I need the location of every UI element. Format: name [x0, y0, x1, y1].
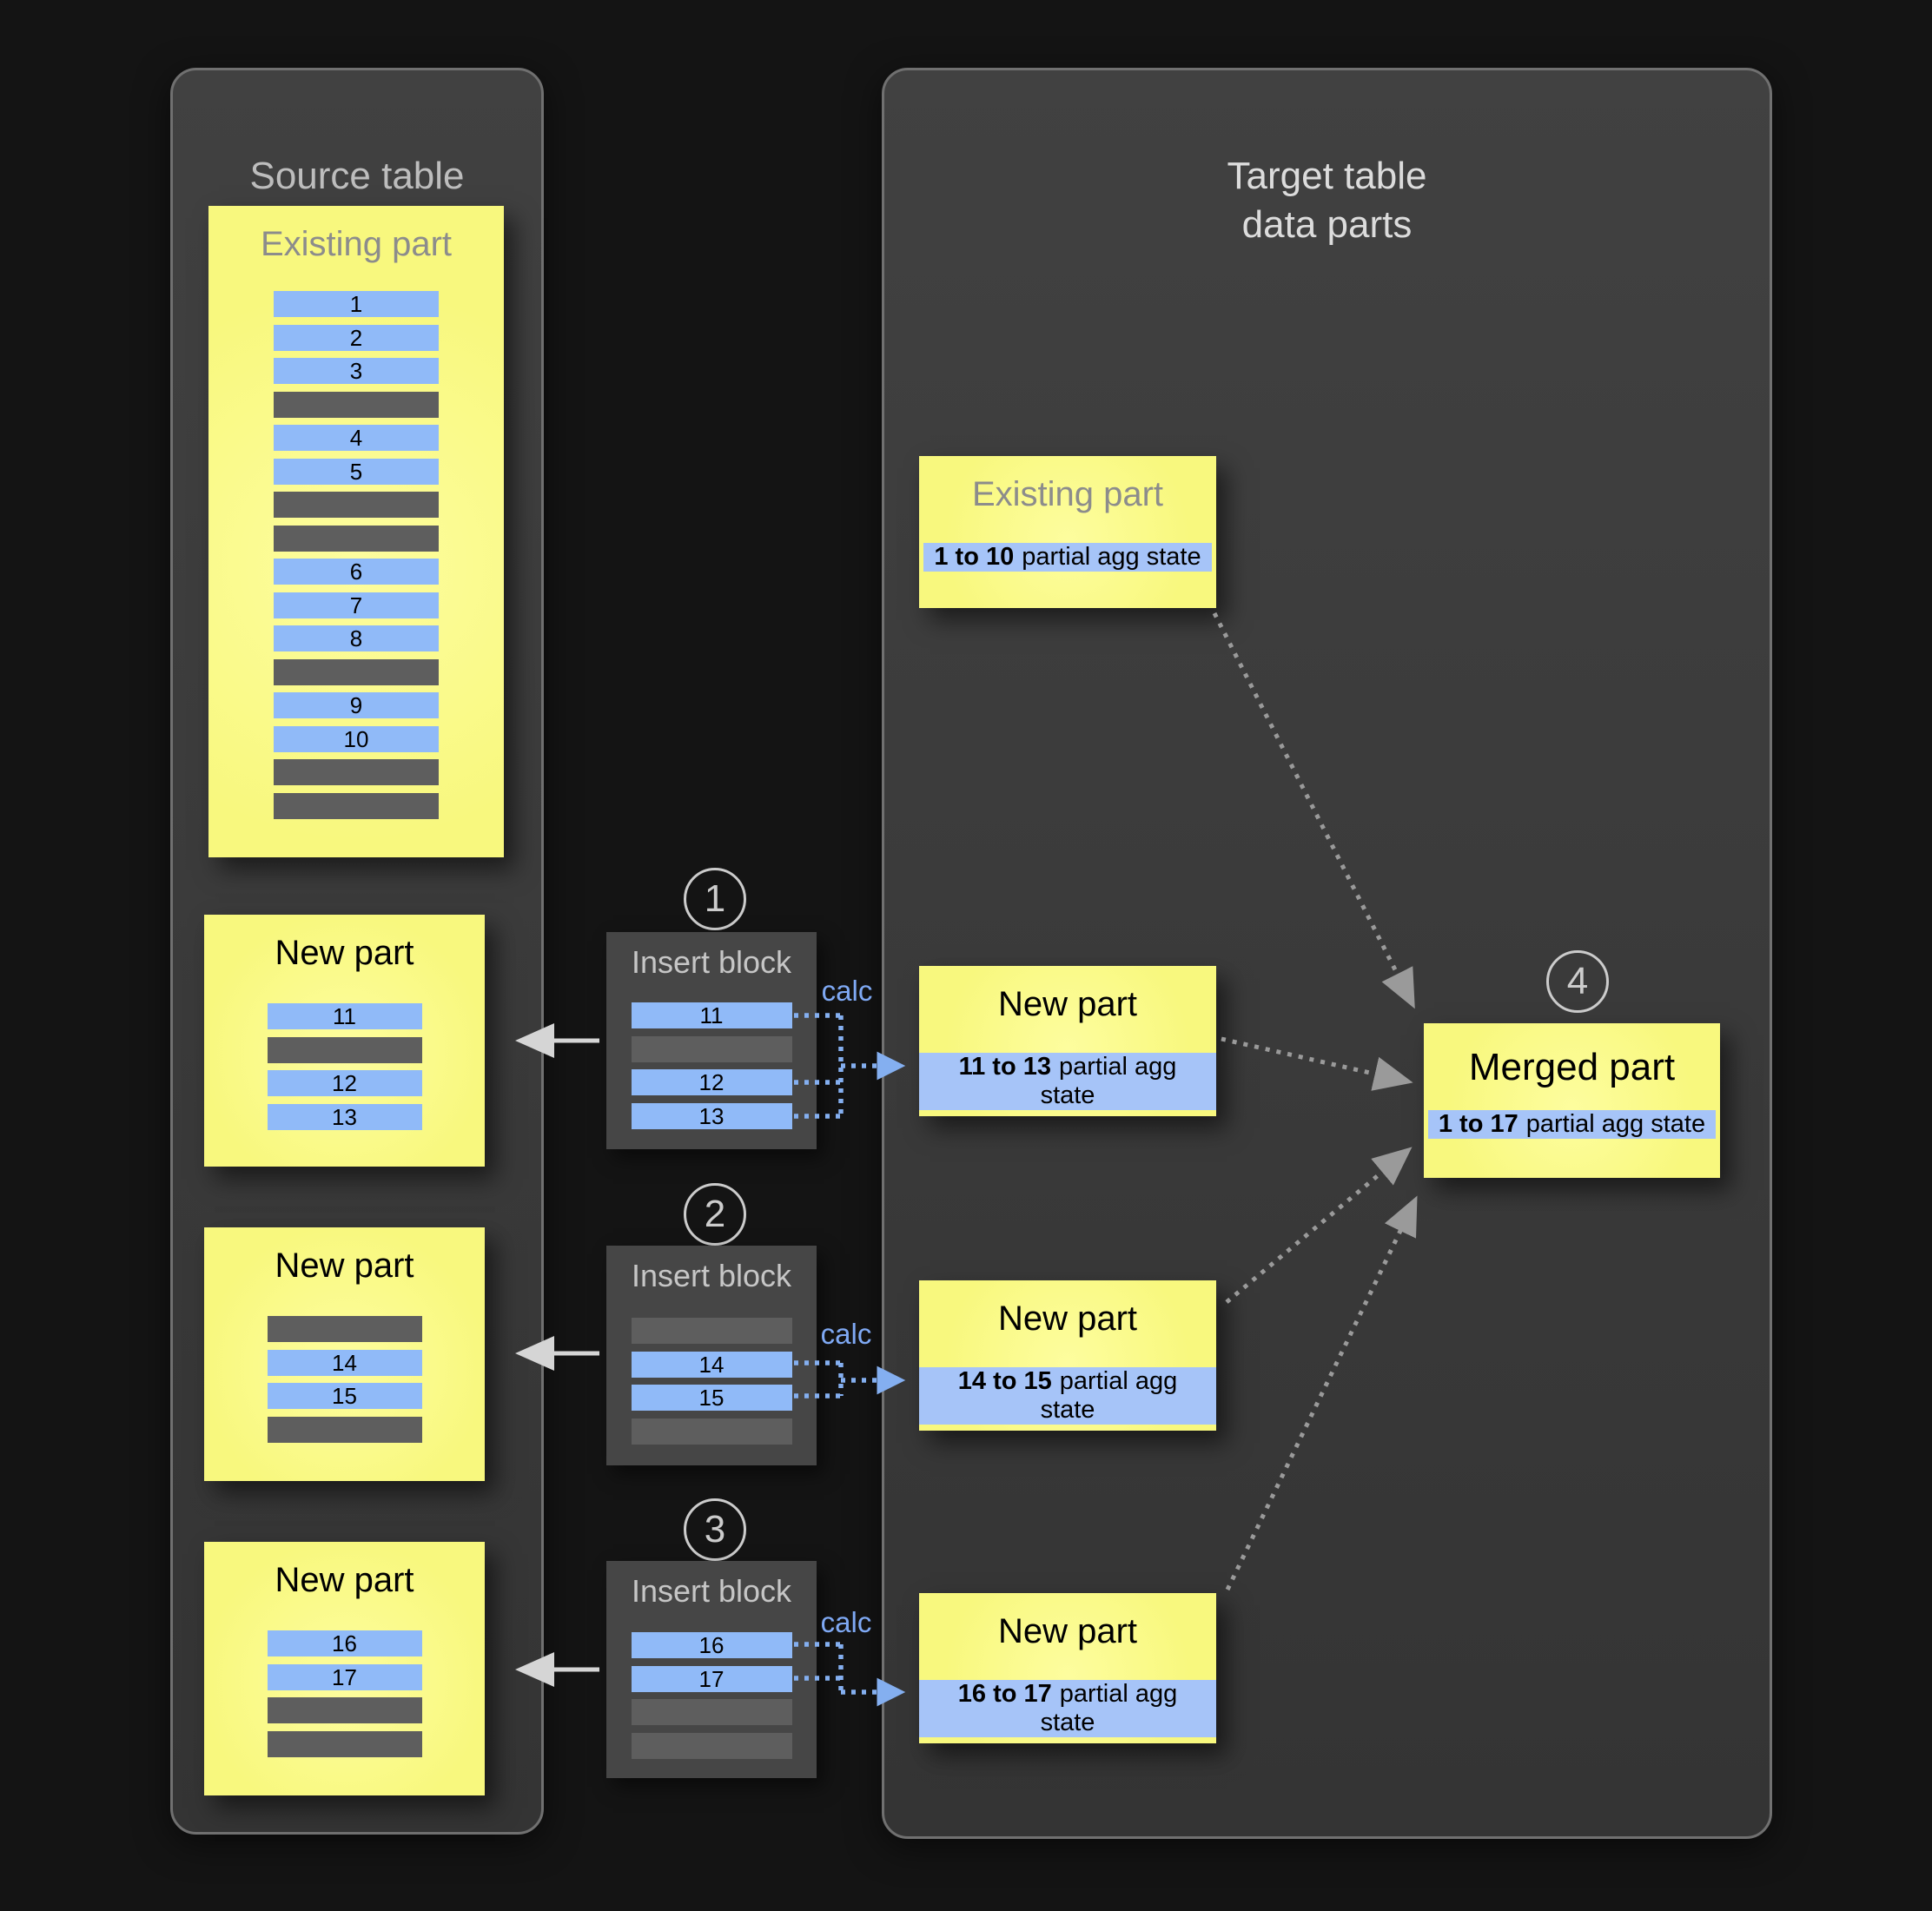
- data-row: 11: [631, 1002, 792, 1028]
- data-row: 2: [274, 324, 439, 351]
- calc-label-3: calc: [820, 1606, 872, 1638]
- part-title: New part: [275, 934, 414, 972]
- data-row: 16: [267, 1630, 422, 1656]
- data-row: 17: [267, 1663, 422, 1690]
- data-row: 10: [274, 725, 439, 752]
- data-row: 12: [267, 1070, 422, 1096]
- gap-row: [267, 1697, 422, 1723]
- part-title: Existing part: [260, 225, 453, 263]
- gap-row: [274, 525, 439, 552]
- part-title: Existing part: [971, 475, 1164, 513]
- data-row: 4: [274, 425, 439, 451]
- data-row: 9: [274, 692, 439, 718]
- target-panel-title: Target table data parts: [1227, 155, 1427, 246]
- gap-row: [631, 1418, 792, 1445]
- data-row: 12: [631, 1069, 792, 1095]
- target-table-panel: Target table data parts: [882, 68, 1772, 1839]
- insert-block-title: Insert block: [631, 1258, 792, 1293]
- gap-row: [274, 658, 439, 685]
- source-existing-part: Existing part 1 2 3 4 5 6 7 8 9 10: [208, 206, 504, 857]
- step-2-badge: 2: [684, 1183, 746, 1246]
- data-row: 8: [274, 625, 439, 651]
- gap-row: [631, 1035, 792, 1062]
- data-row: 17: [631, 1665, 792, 1692]
- part-title: New part: [997, 1612, 1138, 1650]
- gap-row: [631, 1699, 792, 1725]
- insert-block-1: Insert block 11 12 13: [606, 932, 817, 1149]
- data-row: 16: [631, 1632, 792, 1658]
- calc-label-1: calc: [821, 975, 873, 1007]
- data-row: 15: [631, 1385, 792, 1411]
- gap-row: [267, 1316, 422, 1342]
- data-row: 15: [267, 1383, 422, 1409]
- source-existing-rows: 1 2 3 4 5 6 7 8 9 10: [208, 291, 504, 826]
- part-title: New part: [275, 1561, 414, 1599]
- step-1-badge: 1: [684, 868, 746, 930]
- part-title: Merged part: [1468, 1046, 1676, 1088]
- gap-row: [631, 1318, 792, 1344]
- gap-row: [274, 391, 439, 418]
- insert-block-title: Insert block: [631, 1573, 792, 1609]
- calc-label-2: calc: [820, 1318, 872, 1350]
- data-row: 3: [274, 358, 439, 384]
- gap-row: [267, 1730, 422, 1757]
- source-new-part-1-rows: 11 12 13: [204, 1003, 485, 1137]
- part-title: New part: [275, 1246, 414, 1285]
- insert-block-1-rows: 11 12 13: [606, 1002, 817, 1136]
- data-row: 14: [267, 1349, 422, 1376]
- data-row: 6: [274, 559, 439, 585]
- data-row: 13: [267, 1103, 422, 1130]
- gap-row: [274, 492, 439, 518]
- insert-block-title: Insert block: [631, 944, 792, 980]
- data-row: 7: [274, 592, 439, 618]
- part-title: New part: [997, 985, 1138, 1023]
- data-row: 13: [631, 1102, 792, 1129]
- step-4-badge: 4: [1546, 950, 1609, 1013]
- part-title: New part: [997, 1299, 1138, 1338]
- gap-row: [267, 1036, 422, 1063]
- data-row: 14: [631, 1351, 792, 1378]
- data-row: 11: [267, 1003, 422, 1029]
- gap-row: [274, 759, 439, 785]
- data-row: 1: [274, 291, 439, 317]
- gap-row: [631, 1732, 792, 1759]
- step-3-badge: 3: [684, 1498, 746, 1561]
- source-new-part-1: New part 11 12 13: [204, 915, 485, 1167]
- data-row: 5: [274, 458, 439, 485]
- gap-row: [274, 792, 439, 819]
- gap-row: [267, 1416, 422, 1443]
